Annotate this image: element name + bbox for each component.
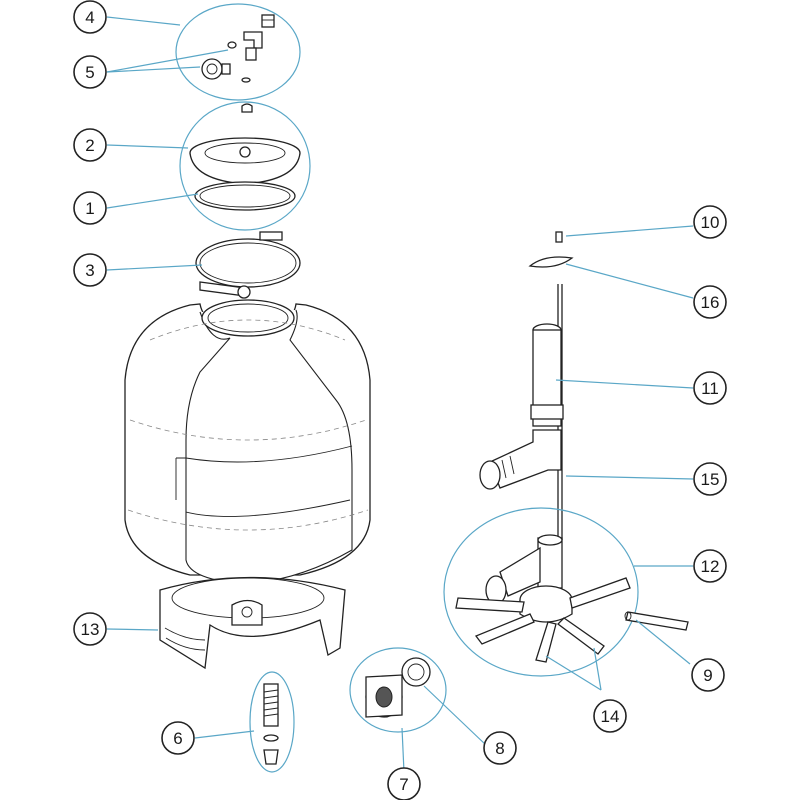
group-ring-laterals xyxy=(443,507,639,677)
callout-13: 13 xyxy=(73,612,107,646)
part-base xyxy=(159,576,346,670)
callout-number: 10 xyxy=(701,213,720,232)
callout-12: 12 xyxy=(693,549,727,583)
callout-number: 11 xyxy=(701,379,719,398)
callout-15: 15 xyxy=(693,462,727,496)
callout-10: 10 xyxy=(693,205,727,239)
callout-number: 12 xyxy=(701,557,720,576)
callout-3: 3 xyxy=(73,253,107,287)
callout-16: 16 xyxy=(693,285,727,319)
group-ring-valve xyxy=(175,3,301,101)
callout-1: 1 xyxy=(73,191,107,225)
part-clamp xyxy=(195,231,301,299)
group-ring-lid xyxy=(179,101,311,231)
group-ring-union xyxy=(349,647,447,733)
callout-number: 9 xyxy=(703,666,712,685)
part-lid xyxy=(189,103,301,211)
callout-11: 11 xyxy=(693,371,727,405)
callout-number: 14 xyxy=(601,707,620,726)
part-lateral-hub xyxy=(455,534,631,663)
callout-2: 2 xyxy=(73,128,107,162)
callout-number: 13 xyxy=(81,620,100,639)
part-tank xyxy=(124,299,371,585)
part-drain xyxy=(263,683,279,765)
callout-14: 14 xyxy=(593,699,627,733)
callout-number: 7 xyxy=(399,775,408,794)
part-union xyxy=(365,657,431,718)
callout-8: 8 xyxy=(483,731,517,765)
part-valve-parts xyxy=(201,14,275,83)
part-standpipe xyxy=(479,231,574,540)
callout-number: 8 xyxy=(495,739,504,758)
callout-number: 1 xyxy=(85,199,94,218)
callout-9: 9 xyxy=(691,658,725,692)
leader-lines xyxy=(106,16,694,773)
part-lateral-arm xyxy=(624,611,689,631)
callout-number: 3 xyxy=(85,261,94,280)
callout-number: 6 xyxy=(173,729,182,748)
callout-number: 16 xyxy=(701,293,720,312)
callout-number: 5 xyxy=(85,63,94,82)
callout-5: 5 xyxy=(73,55,107,89)
callout-number: 15 xyxy=(701,470,720,489)
callout-number: 4 xyxy=(85,8,94,27)
callout-4: 4 xyxy=(73,0,107,34)
callout-7: 7 xyxy=(387,767,421,801)
callout-number: 2 xyxy=(85,136,94,155)
callout-6: 6 xyxy=(161,721,195,755)
group-ring-drain xyxy=(249,671,295,773)
